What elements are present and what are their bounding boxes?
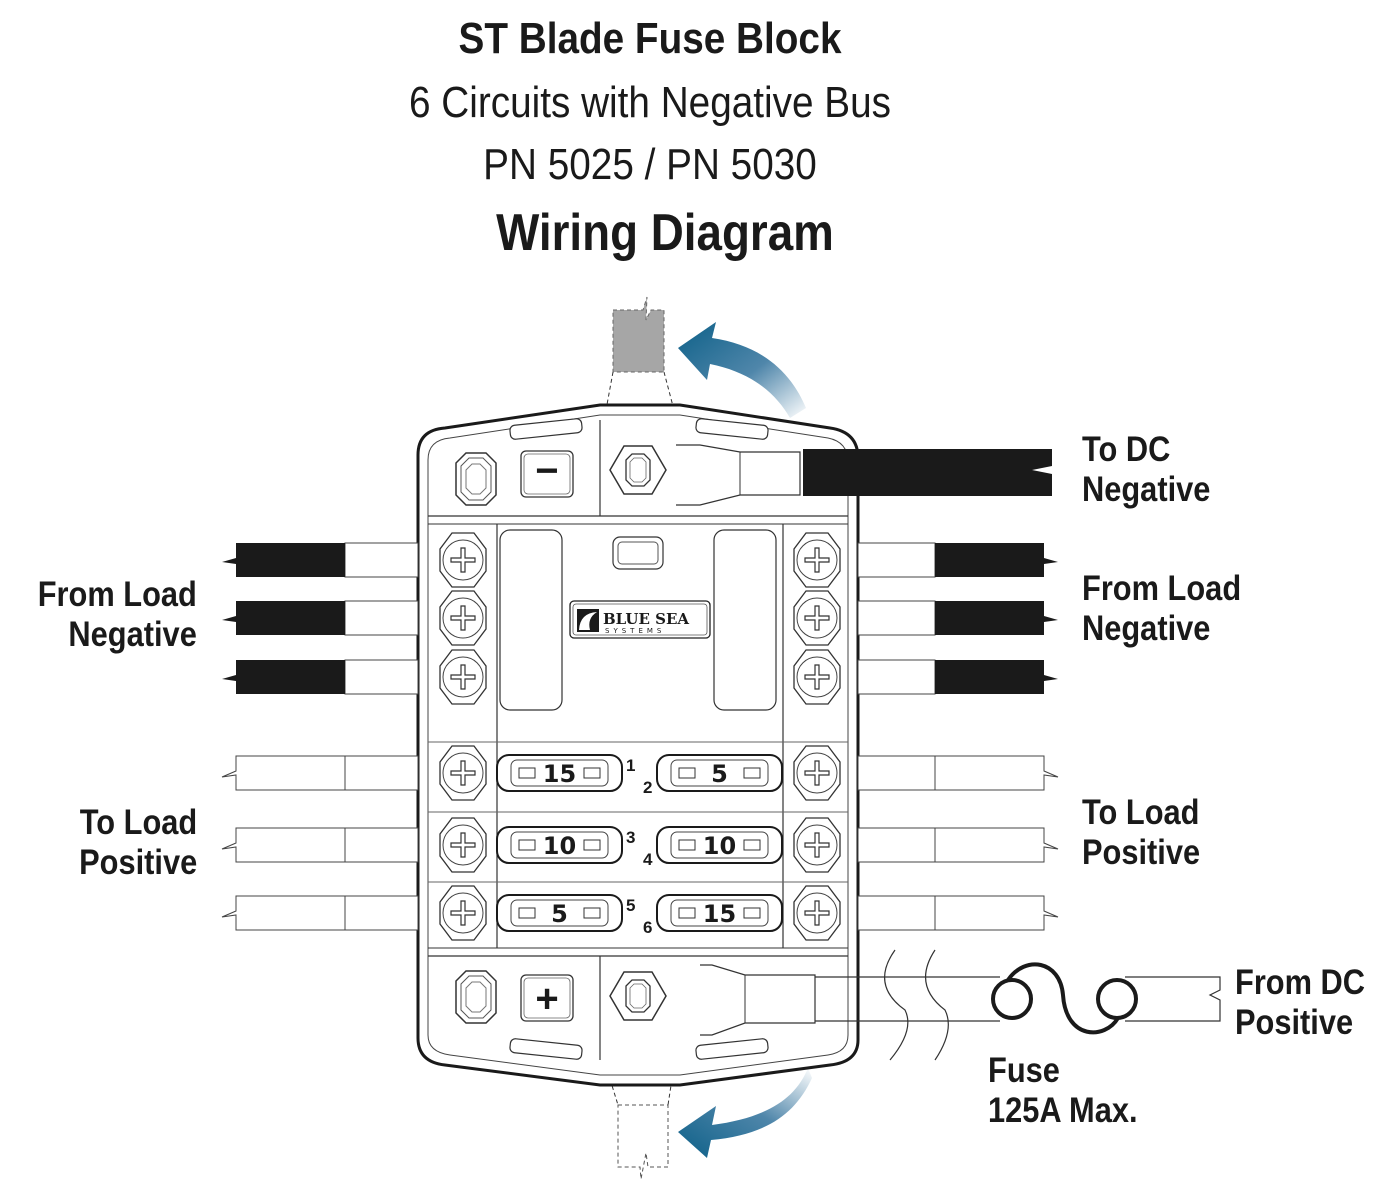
load-negative-wire-left-1[interactable] xyxy=(222,542,419,578)
negative-screw-left-2 xyxy=(439,590,487,646)
negative-screw-right-1 xyxy=(793,532,841,588)
fuse-rating: 15 xyxy=(543,760,576,788)
negative-symbol-icon: − xyxy=(535,449,558,493)
brand-logo: BLUE SEA SYSTEMS xyxy=(569,600,711,639)
fuse-circuit-3[interactable]: 10 3 xyxy=(496,826,635,864)
load-positive-wire-left-2[interactable] xyxy=(221,827,419,863)
fuse-circuit-4[interactable]: 10 4 xyxy=(643,826,783,869)
load-negative-wire-right-2[interactable] xyxy=(857,600,1058,636)
fuse-circuit-6[interactable]: 15 6 xyxy=(643,894,783,937)
part-numbers: PN 5025 / PN 5030 xyxy=(483,140,817,189)
negative-screw-left-3 xyxy=(439,649,487,705)
rotate-arrow-top-icon xyxy=(678,322,806,418)
product-title: ST Blade Fuse Block xyxy=(458,14,842,63)
product-subtitle: 6 Circuits with Negative Bus xyxy=(408,78,892,127)
positive-screw-right-2 xyxy=(793,817,841,873)
positive-screw-left-1 xyxy=(439,745,487,801)
negative-stud-nut-icon xyxy=(609,445,667,495)
fuse-rating: 10 xyxy=(703,832,736,860)
wave-logo-icon xyxy=(577,609,599,632)
fuse-circuit-2[interactable]: 52 xyxy=(643,754,783,797)
circuit-number: 1 xyxy=(626,756,635,775)
load-negative-wire-right-1[interactable] xyxy=(857,542,1058,578)
diagram-title: Wiring Diagram xyxy=(496,204,834,262)
rotate-arrow-bottom-icon xyxy=(678,1068,812,1158)
circuit-number: 4 xyxy=(643,850,653,869)
positive-stud-nut-icon xyxy=(609,971,667,1021)
load-positive-wire-right-1[interactable] xyxy=(857,755,1059,791)
circuit-number: 6 xyxy=(643,918,652,937)
negative-screw-right-2 xyxy=(793,590,841,646)
brand-sub: SYSTEMS xyxy=(605,627,665,635)
fuse-rating: 15 xyxy=(703,900,736,928)
load-positive-wire-right-2[interactable] xyxy=(857,827,1059,863)
positive-screw-left-2 xyxy=(439,817,487,873)
positive-symbol-icon: + xyxy=(535,977,558,1021)
positive-screw-right-1 xyxy=(793,745,841,801)
positive-screw-right-3 xyxy=(793,885,841,941)
positive-screw-left-3 xyxy=(439,885,487,941)
load-positive-wire-right-3[interactable] xyxy=(857,895,1059,931)
load-negative-wire-left-3[interactable] xyxy=(222,659,419,695)
load-negative-wire-right-3[interactable] xyxy=(857,659,1058,695)
positive-bus: + xyxy=(455,956,816,1060)
inline-fuse-icon xyxy=(991,962,1138,1035)
fuse-rating: 5 xyxy=(711,760,728,788)
brand-name: BLUE SEA xyxy=(603,610,689,628)
dc-negative-cable xyxy=(803,449,1052,496)
circuit-number: 3 xyxy=(626,828,635,847)
load-positive-wire-left-1[interactable] xyxy=(221,755,419,791)
fuse-rating: 10 xyxy=(543,832,576,860)
fuse-circuit-1[interactable]: 15 1 xyxy=(496,754,635,792)
load-positive-wire-left-3[interactable] xyxy=(221,895,419,931)
negative-screw-left-1 xyxy=(439,532,487,588)
dc-positive-cable xyxy=(815,949,1221,1061)
negative-bus: − xyxy=(455,420,801,516)
load-negative-wire-left-2[interactable] xyxy=(222,600,419,636)
circuit-number: 5 xyxy=(626,896,635,915)
negative-screw-right-3 xyxy=(793,649,841,705)
circuit-number: 2 xyxy=(643,778,652,797)
fuse-rating: 5 xyxy=(551,900,568,928)
